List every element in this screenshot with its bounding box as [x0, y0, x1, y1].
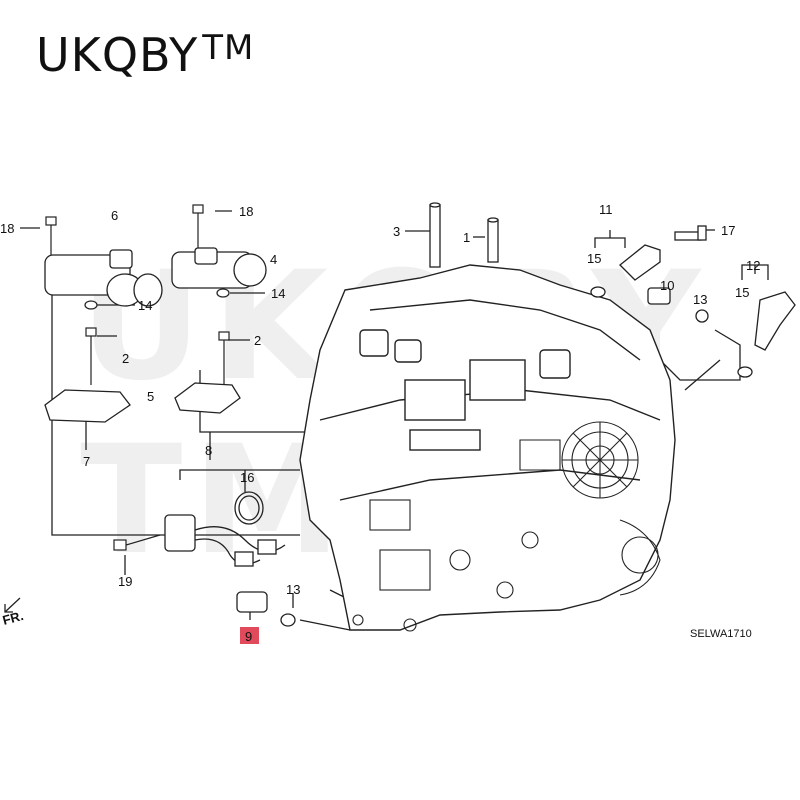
callout-9: 9 [245, 629, 252, 644]
callout-13a: 13 [286, 582, 300, 597]
highlight-box [240, 627, 259, 644]
callout-6: 6 [111, 208, 118, 223]
callout-10: 10 [660, 278, 674, 293]
callout-14a: 14 [138, 298, 152, 313]
callout-3: 3 [393, 224, 400, 239]
sensor-12 [737, 291, 796, 378]
highlighted-callout-9: 9 [240, 627, 259, 644]
bolts-2-washers-14 [84, 288, 230, 385]
callout-18a: 18 [0, 221, 14, 236]
transmission-housing [299, 264, 676, 631]
sensor-10 [647, 287, 709, 323]
callout-15b: 15 [735, 285, 749, 300]
callout-1: 1 [463, 230, 470, 245]
leader-lines [20, 210, 769, 631]
callout-13b: 13 [693, 292, 707, 307]
front-direction-label: FR. [1, 608, 25, 628]
solenoid-plates [44, 382, 241, 423]
callout-18b: 18 [239, 204, 253, 219]
dowel-pins [429, 202, 499, 268]
solenoid-6 [44, 249, 163, 307]
callout-4: 4 [270, 252, 277, 267]
callout-19: 19 [118, 574, 132, 589]
callout-16: 16 [240, 470, 254, 485]
wire-harness [164, 491, 286, 567]
callout-2a: 2 [122, 351, 129, 366]
callout-12: 12 [746, 258, 760, 273]
callout-15a: 15 [587, 251, 601, 266]
brand-name: UKQBY [36, 28, 199, 82]
callout-14b: 14 [271, 286, 285, 301]
callout-2b: 2 [254, 333, 261, 348]
bolts-18 [45, 204, 204, 255]
sensor-11 [590, 225, 707, 298]
bolt-19 [113, 534, 161, 551]
front-arrow-icon [4, 597, 21, 613]
housing-details [352, 421, 661, 632]
callout-17: 17 [721, 223, 735, 238]
sensor-9 [236, 591, 296, 627]
diagram-code: SELWA1710 [690, 628, 752, 640]
callout-8: 8 [205, 443, 212, 458]
brand-trademark: TM [202, 28, 255, 68]
solenoid-4 [171, 247, 267, 289]
callout-5: 5 [147, 389, 154, 404]
callout-7: 7 [83, 454, 90, 469]
callout-11: 11 [599, 202, 613, 217]
callout-labels: 18 18 6 4 14 14 2 2 5 7 8 16 19 13 3 1 1… [0, 202, 760, 640]
